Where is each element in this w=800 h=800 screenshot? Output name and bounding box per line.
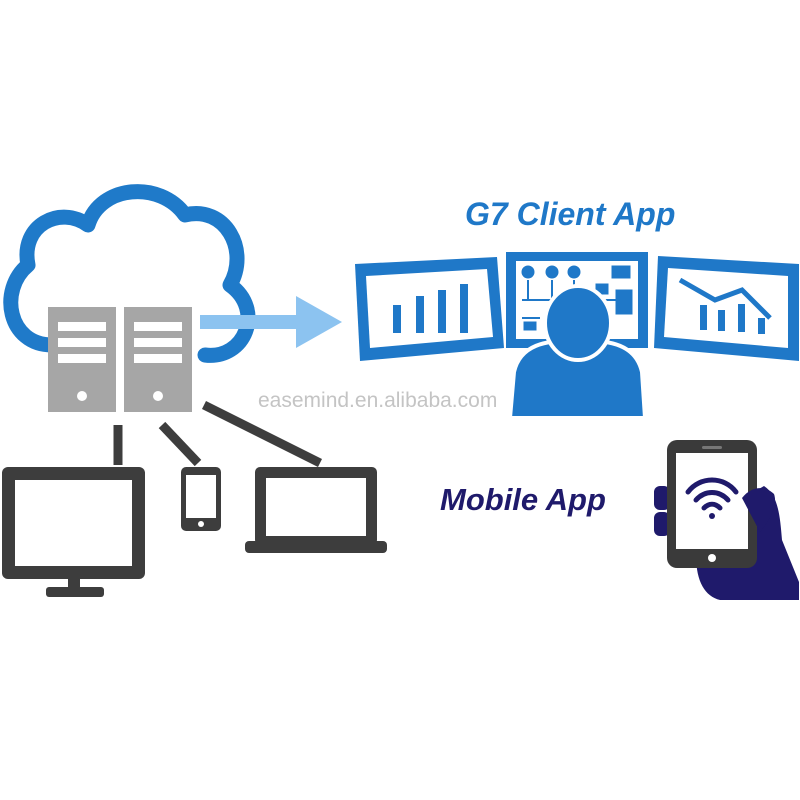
smartphone-icon (181, 467, 221, 531)
bar-chart-icon (393, 284, 468, 333)
arrow-to-client-app (200, 296, 342, 348)
hand-thumb (742, 488, 776, 532)
cloud-icon (3, 184, 256, 363)
trend-chart-icon (678, 277, 772, 334)
client-monitor-center (506, 252, 648, 420)
client-app-title: G7 Client App (465, 196, 676, 232)
watermark-text: easemind.en.alibaba.com (258, 389, 498, 412)
user-icon (507, 284, 648, 420)
client-monitor-right (654, 256, 799, 361)
client-monitor-left (355, 257, 504, 361)
connector-lines (113, 400, 323, 468)
laptop-icon (245, 467, 387, 553)
process-diagram-icon (521, 265, 633, 331)
desktop-monitor-icon (2, 467, 145, 597)
server-icon (48, 307, 192, 412)
mobile-app-title: Mobile App (440, 482, 606, 517)
wifi-icon (685, 477, 739, 519)
